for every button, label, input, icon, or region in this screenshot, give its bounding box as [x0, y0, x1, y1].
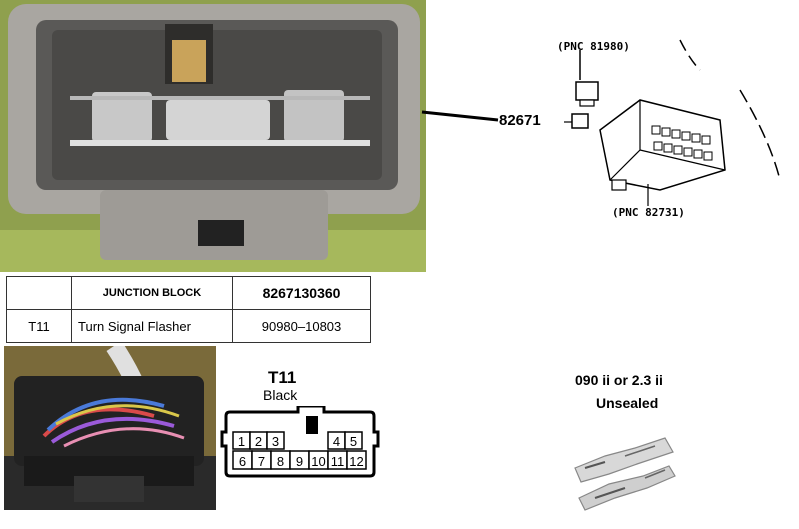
pin-number: 11: [331, 454, 345, 469]
pin-number: 10: [311, 454, 325, 469]
pin-number: 7: [258, 454, 265, 469]
terminal-photo: [574, 437, 676, 511]
connector-color: Black: [263, 387, 298, 403]
pin-number: 3: [272, 434, 279, 449]
connector-name: T11: [268, 368, 297, 387]
table-header-cell: 8267130360: [232, 276, 371, 310]
harness-photo: [4, 346, 216, 510]
terminal-seal: Unsealed: [596, 395, 659, 411]
pin-cell: [346, 450, 367, 470]
pin-number: 5: [350, 434, 357, 449]
table-row: T11 Turn Signal Flasher 90980–10803: [6, 309, 371, 343]
table-header-row: JUNCTION BLOCK 8267130360: [6, 276, 371, 310]
pin-number: 4: [333, 434, 340, 449]
table-cell: 90980–10803: [232, 309, 371, 343]
pin-number: 9: [296, 454, 303, 469]
pin-number: 12: [349, 454, 363, 469]
pnc-82731-label: (PNC 82731): [612, 206, 685, 219]
pin-number: 8: [277, 454, 284, 469]
terminal-type: 090 ii or 2.3 ii: [575, 372, 663, 388]
pnc-81980-label: (PNC 81980): [557, 40, 630, 53]
table-cell: Turn Signal Flasher: [71, 309, 233, 343]
pin-number: 6: [239, 454, 246, 469]
table-header-cell: [6, 276, 72, 310]
table-cell: T11: [6, 309, 72, 343]
junction-block-drawing: [564, 39, 781, 206]
part-number-label: 82671: [499, 112, 541, 129]
junction-block-table: JUNCTION BLOCK 8267130360 T11 Turn Signa…: [6, 276, 371, 343]
pin-cell: [344, 431, 363, 450]
leader-line: [421, 110, 499, 122]
pin-cell: [266, 431, 285, 450]
pin-number: 1: [238, 434, 245, 449]
connector-photo: [0, 0, 426, 272]
table-header-cell: JUNCTION BLOCK: [71, 276, 233, 310]
pin-number: 2: [255, 434, 262, 449]
